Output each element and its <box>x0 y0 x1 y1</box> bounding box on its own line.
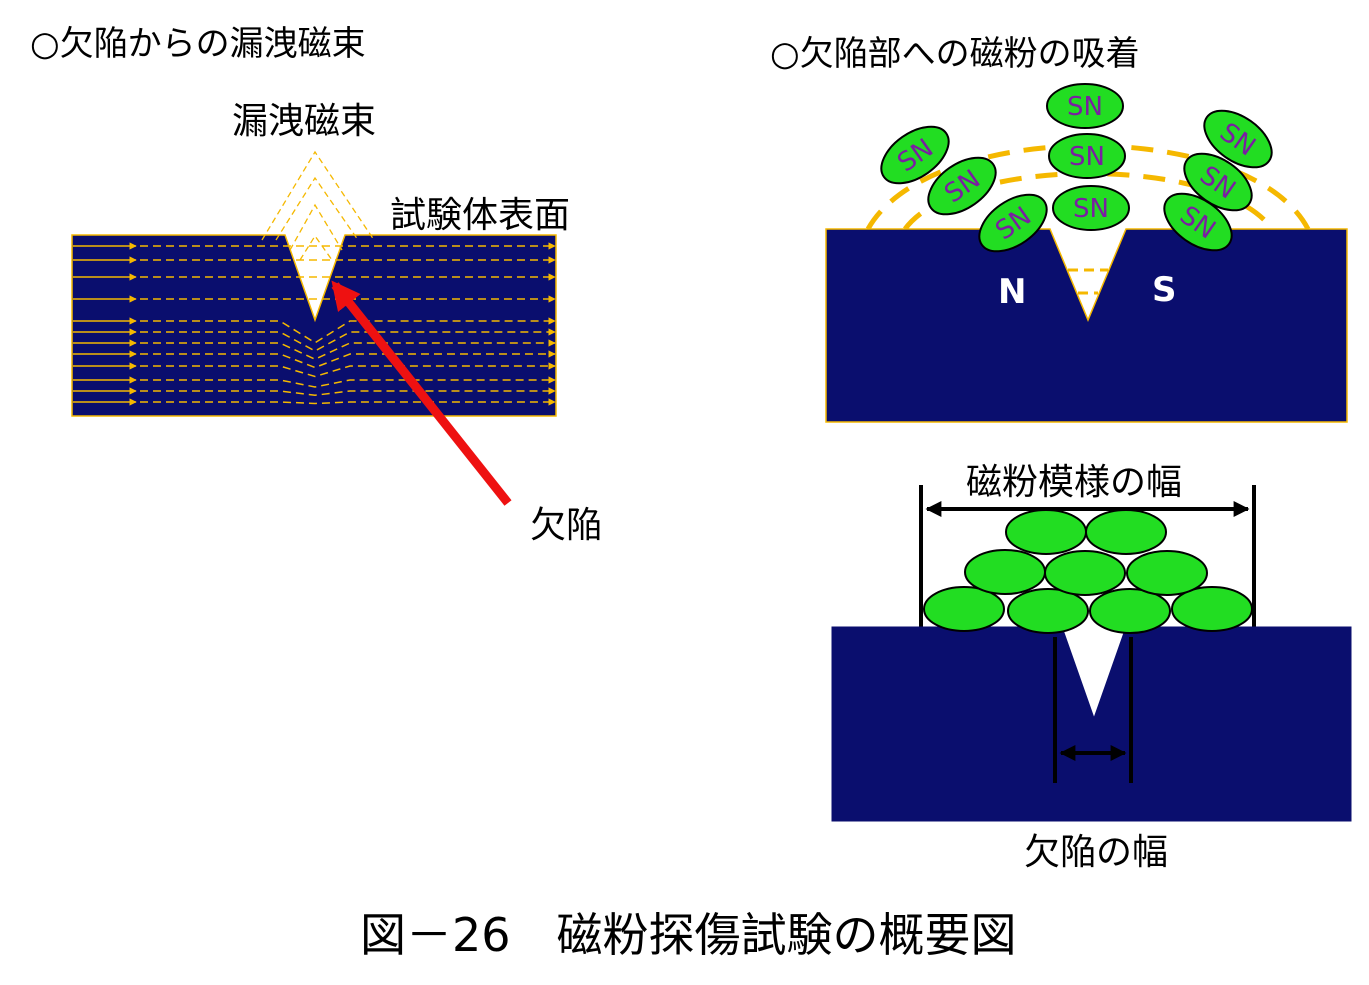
figure-caption: 図－26 磁粉探傷試験の概要図 <box>360 908 1017 962</box>
sn-particle: SN <box>1203 109 1273 169</box>
flux-line-dashed <box>140 398 556 406</box>
sn-particle: SN <box>978 193 1048 253</box>
sn-particle: SN <box>1052 185 1130 231</box>
leak-flux-label: 漏洩磁束 <box>232 101 376 142</box>
sn-particle: SN <box>1183 152 1253 212</box>
pole-s-label: S <box>1152 270 1177 310</box>
pattern-particle <box>1126 550 1208 596</box>
pattern-particle <box>1089 588 1171 634</box>
sn-particle: SN <box>927 156 997 216</box>
surface-label: 試験体表面 <box>390 195 570 236</box>
flux-line-dashed <box>140 339 556 361</box>
flux-line-dashed <box>140 362 556 378</box>
sn-particle-label: SN <box>1073 194 1109 224</box>
pattern-particle <box>923 586 1005 632</box>
defect-label: 欠陥 <box>530 505 602 546</box>
right-heading: ○欠陥部への磁粉の吸着 <box>770 34 1140 74</box>
pattern-particle <box>1007 588 1089 634</box>
sn-particle: SN <box>1048 133 1126 179</box>
sn-particle: SN <box>1163 192 1233 252</box>
sn-particle: SN <box>1046 83 1124 129</box>
sn-particle-label: SN <box>1069 142 1105 172</box>
particle-pattern <box>923 509 1253 634</box>
defect-width-label: 欠陥の幅 <box>1024 832 1168 873</box>
flux-line-dashed <box>140 376 556 388</box>
specimen-block-bottom <box>831 626 1352 822</box>
leakage-flux-chevrons <box>261 150 375 261</box>
left-heading: ○欠陥からの漏洩磁束 <box>30 24 366 64</box>
pattern-particle <box>1044 550 1126 596</box>
pole-n-label: N <box>998 272 1026 312</box>
specimen-block-left <box>71 234 557 417</box>
defect-width-dimension <box>1053 637 1133 783</box>
pattern-particle <box>1085 509 1167 555</box>
pattern-width-dimension <box>919 485 1256 632</box>
pattern-particle <box>1005 509 1087 555</box>
pattern-particle <box>964 549 1046 595</box>
sn-particle-label: SN <box>1067 92 1103 122</box>
flux-line-dashed <box>140 328 556 352</box>
sn-particle: SN <box>880 125 950 185</box>
defect-arrow <box>331 280 512 506</box>
flux-line-dashed <box>140 317 556 344</box>
flux-line-dashed <box>140 350 556 369</box>
pattern-width-label: 磁粉模様の幅 <box>966 462 1182 503</box>
pattern-particle <box>1171 586 1253 632</box>
specimen-block-top <box>825 228 1348 423</box>
